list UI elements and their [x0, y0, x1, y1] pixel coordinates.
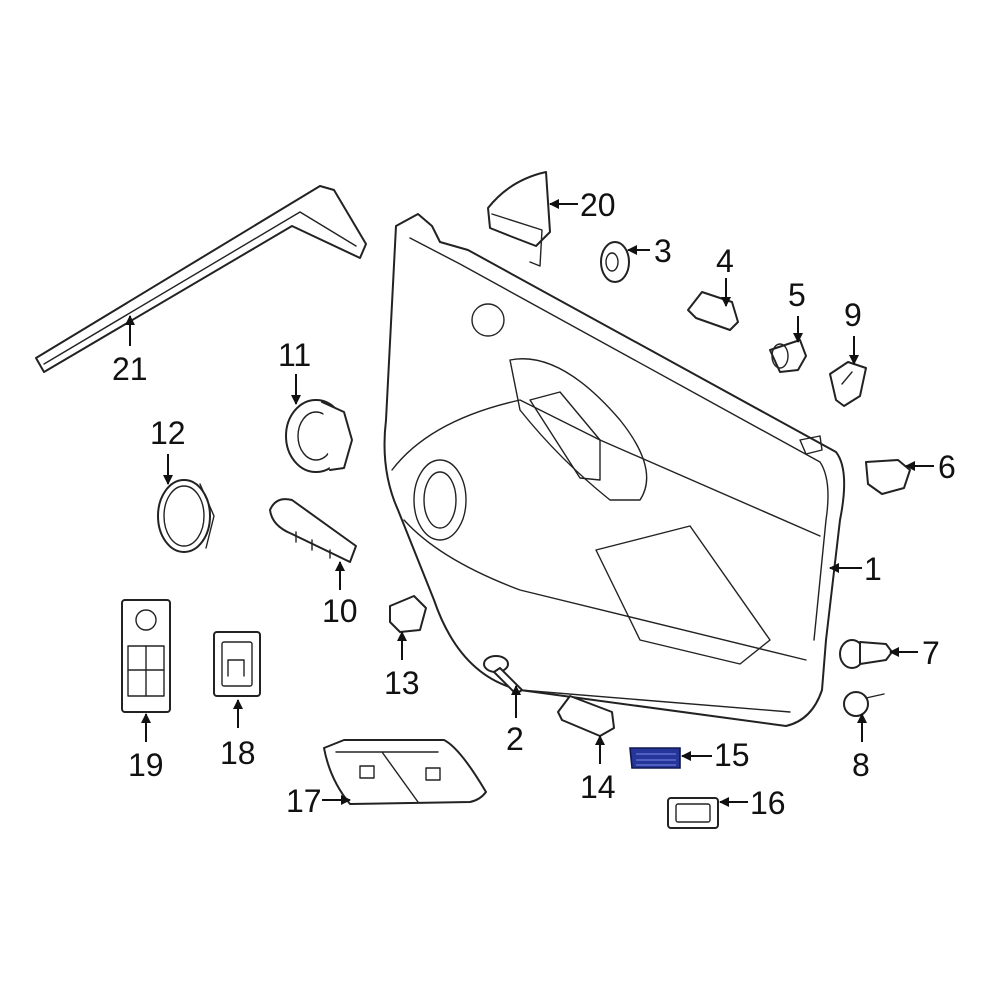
part-17-switch-panel[interactable]	[323, 739, 487, 805]
callout-10: 10	[322, 593, 358, 629]
part-11-speaker[interactable]	[285, 399, 353, 473]
callout-12: 12	[150, 415, 186, 451]
part-10-handle-trim[interactable]	[269, 498, 357, 563]
part-16-switch[interactable]	[667, 797, 719, 829]
callout-11: 11	[278, 337, 311, 373]
part-20-mirror-cover[interactable]	[487, 171, 551, 267]
callout-20: 20	[580, 187, 616, 223]
part-14-bracket[interactable]	[557, 695, 615, 737]
part-18-switch[interactable]	[213, 631, 261, 697]
part-12-speaker-grille[interactable]	[157, 479, 215, 553]
part-4-clip[interactable]	[687, 291, 739, 331]
callout-18: 18	[220, 735, 256, 771]
callout-5: 5	[788, 277, 806, 313]
part-3-grommet[interactable]	[600, 241, 630, 283]
callout-6: 6	[938, 449, 956, 485]
callout-3: 3	[654, 233, 672, 269]
callout-16: 16	[750, 785, 786, 821]
part-9-bracket[interactable]	[829, 361, 867, 407]
callout-9: 9	[844, 297, 862, 333]
part-8-screw[interactable]	[843, 691, 885, 717]
part-1-door-trim-panel[interactable]	[383, 213, 846, 727]
leader-arrows	[125, 199, 934, 807]
callout-13: 13	[384, 665, 420, 701]
callout-7: 7	[922, 635, 940, 671]
part-15-switch-bezel[interactable]	[629, 747, 681, 769]
part-13-bracket[interactable]	[389, 595, 427, 633]
callout-labels: 1 2 3 4 5 6 7 8 9 10 11 12 13 14 15 16 1…	[112, 187, 956, 821]
part-6-clip[interactable]	[865, 459, 911, 495]
part-5-push-pin[interactable]	[769, 339, 807, 373]
callout-1: 1	[864, 551, 882, 587]
callout-8: 8	[852, 747, 870, 783]
callout-2: 2	[506, 721, 524, 757]
part-7-retainer[interactable]	[839, 639, 893, 669]
callout-15: 15	[714, 737, 750, 773]
part-19-window-switch[interactable]	[121, 599, 171, 713]
callout-21: 21	[112, 351, 148, 387]
callout-14: 14	[580, 769, 616, 805]
part-21-belt-molding[interactable]	[35, 185, 367, 373]
callout-19: 19	[128, 747, 164, 783]
callout-17: 17	[286, 783, 322, 819]
callout-4: 4	[716, 243, 734, 279]
